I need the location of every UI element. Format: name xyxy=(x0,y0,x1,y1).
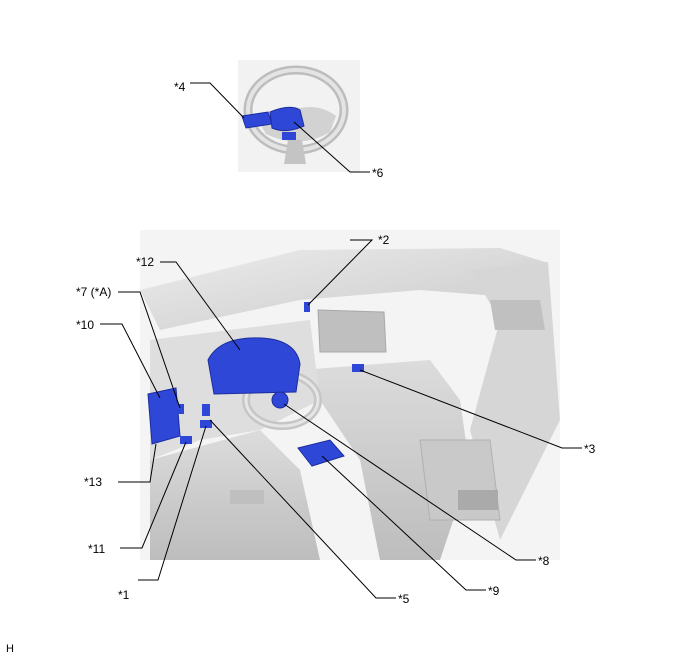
component-6-connector xyxy=(282,132,296,140)
steering-wheel-lower-spoke xyxy=(284,140,306,164)
callout-3: *3 xyxy=(584,442,596,456)
leader-8 xyxy=(283,403,536,561)
leader-3 xyxy=(359,369,582,449)
component-10-part xyxy=(176,404,184,414)
component-9-module xyxy=(297,439,345,467)
callout-1: *1 xyxy=(118,588,130,602)
callout-6: *6 xyxy=(372,166,384,180)
callout-12: *12 xyxy=(136,255,155,269)
rear-vent xyxy=(458,490,498,510)
component-6-assembly xyxy=(269,106,305,132)
leader-9 xyxy=(321,455,486,591)
component-12-meter xyxy=(207,337,301,395)
leader-7 xyxy=(118,291,181,409)
leader-11 xyxy=(120,441,187,549)
pedal xyxy=(230,490,264,504)
cabin-illustration xyxy=(100,230,582,599)
leader-2 xyxy=(307,239,374,306)
callout-11: *11 xyxy=(88,542,106,556)
leader-6 xyxy=(293,121,370,173)
steering-wheel-inset xyxy=(190,60,370,173)
callout-9: *9 xyxy=(488,584,500,598)
callout-8: *8 xyxy=(538,554,550,568)
leader-4 xyxy=(190,82,245,119)
callout-7: *7 (*A) xyxy=(76,285,112,299)
leader-12 xyxy=(160,261,241,351)
component-7-part xyxy=(202,404,210,416)
figure-code: H xyxy=(6,643,14,655)
callout-5: *5 xyxy=(398,592,410,606)
center-display xyxy=(317,309,387,353)
callout-2: *2 xyxy=(378,233,390,247)
leader-13 xyxy=(118,443,157,483)
right-vent xyxy=(490,300,545,330)
component-1-part xyxy=(200,420,212,428)
component-3-switch xyxy=(352,364,364,372)
callout-13: *13 xyxy=(84,475,103,489)
callout-4: *4 xyxy=(174,80,186,94)
leader-10 xyxy=(100,323,161,399)
callout-10: *10 xyxy=(76,318,95,332)
leader-5 xyxy=(209,419,396,599)
center-console xyxy=(300,360,470,560)
component-2-sensor xyxy=(304,302,310,312)
component-11-part xyxy=(180,436,192,444)
dashboard-top xyxy=(140,248,548,330)
leader-1 xyxy=(138,425,207,581)
component-13-block xyxy=(147,387,181,445)
